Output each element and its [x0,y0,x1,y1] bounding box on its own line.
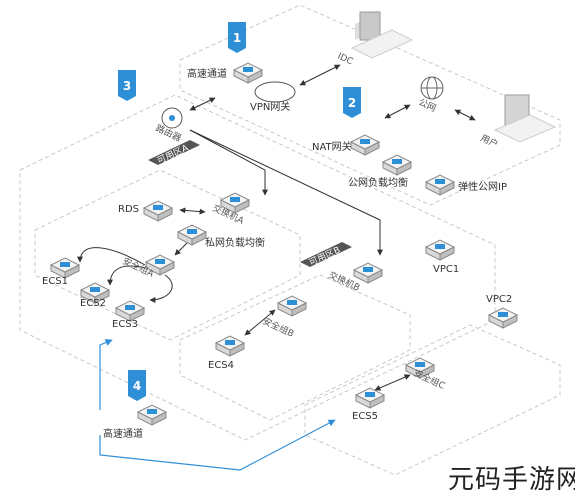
vpc1-boundary [19,94,496,441]
line-net-nat [384,104,411,119]
line-router-hs [189,97,216,111]
vpn-label: VPN网关 [250,100,290,113]
zone-b-tag: 可用区B [300,242,352,269]
sg-b-block [276,295,308,317]
zone-a-tag: 可用区A [148,140,200,167]
line-sgc-ecs5 [374,374,411,391]
ecs5-block [354,387,386,409]
marker-3-label: 3 [123,79,131,93]
zone-b-label: 可用区B [307,245,342,269]
ecs1-block [49,257,81,279]
marker-2: 2 [343,87,361,118]
high-speed-top-block [232,62,264,84]
marker-1-label: 1 [233,31,241,45]
ecs2-label: ECS2 [80,298,106,309]
user-label: 用户 [479,132,500,150]
line-sga-ecs1 [77,247,146,266]
vpc1-block [424,239,456,261]
vpc1-label: VPC1 [433,264,459,275]
zone-a-boundary [34,169,301,341]
line-blue-hs-zone [99,339,113,410]
line-sgb-ecs4 [244,309,276,336]
nat-label: NAT网关 [312,140,352,153]
line-blue-hs-vpc2 [99,419,336,471]
high-speed-bottom-label: 高速通道 [103,427,143,440]
public-lb-block [381,154,413,176]
zone-a-label: 可用区A [155,142,190,166]
watermark-text: 元码手游网 [448,465,575,495]
line-router-switch-b [189,129,383,256]
private-lb-label: 私网负载均衡 [205,236,265,249]
public-lb-label: 公网负载均衡 [348,176,408,189]
ecs4-block [214,335,246,357]
idc-label: IDC [336,52,355,68]
switch-a-block [219,192,251,214]
eip-label: 弹性公网IP [458,180,507,193]
line-net-user [454,109,476,121]
marker-4-label: 4 [133,379,141,393]
nat-block [349,134,381,156]
public-net-label: 公网 [417,97,438,115]
high-speed-top-label: 高速通道 [187,67,227,80]
high-speed-bottom-block [136,404,168,426]
marker-1: 1 [228,22,246,53]
line-rds-switch [179,207,206,215]
marker-2-label: 2 [348,96,356,110]
marker-3: 3 [118,70,136,101]
sg-c-block [404,357,436,379]
sg-a-block [144,254,176,276]
user-server-icon [493,94,557,143]
ecs5-label: ECS5 [352,411,378,422]
ecs2-block [79,282,111,304]
line-sga-ecs3 [149,274,173,303]
eip-block [424,174,456,196]
vpn-block [254,81,296,103]
line-hs-idc [299,64,341,86]
marker-4: 4 [128,370,146,401]
line-sga-ecs2 [107,265,146,286]
top-region-boundary [179,4,561,206]
router-block [161,107,183,129]
zone-b-boundary [179,274,411,421]
rds-block [142,200,174,222]
private-lb-block [176,224,208,246]
sg-b-label: 安全组B [261,315,296,340]
ecs3-block [114,300,146,322]
idc-building-icon [350,11,414,59]
switch-b-block [352,262,384,284]
vpc2-block [487,307,519,329]
ecs3-label: ECS3 [112,319,138,330]
line-router-switch-a [189,129,268,196]
globe-icon [420,76,444,100]
rds-label: RDS [118,204,139,215]
ecs4-label: ECS4 [208,360,234,371]
vpc2-boundary [304,324,561,476]
vpc2-label: VPC2 [486,294,512,305]
ecs1-label: ECS1 [42,276,68,287]
